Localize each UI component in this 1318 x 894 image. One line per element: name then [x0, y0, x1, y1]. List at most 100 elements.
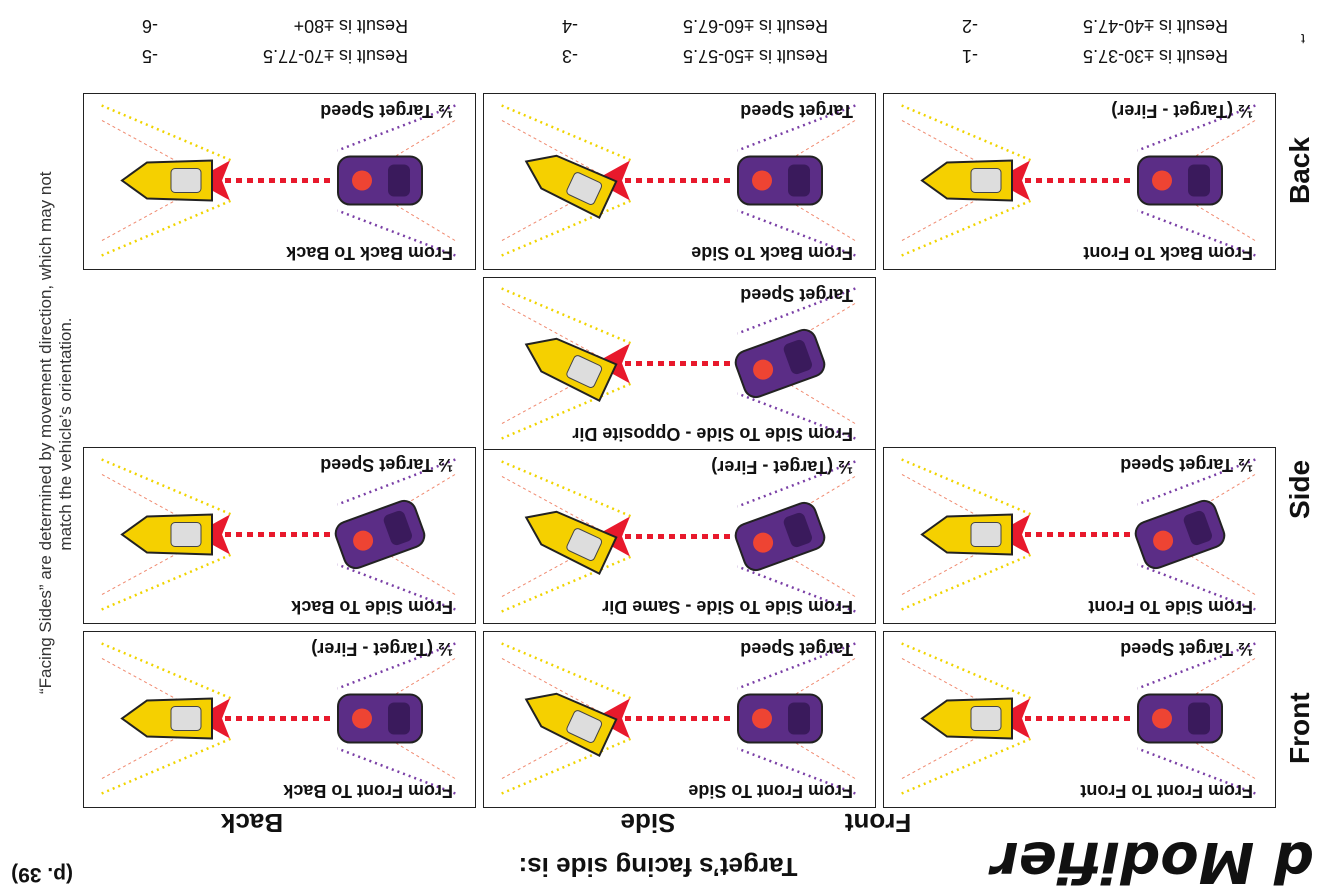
cell-bottom-label: ½ Target Speed — [1120, 455, 1253, 475]
target-car-icon — [920, 513, 1013, 556]
firer-car-emblem — [1152, 708, 1172, 729]
facing-diagram — [101, 642, 456, 795]
facing-diagram — [901, 642, 1256, 795]
firer-car-icon — [1137, 155, 1223, 206]
cell-side-to-side: From Side To Side - Same Dir ½ (Target -… — [483, 277, 876, 624]
cell-front-to-back: From Front To Back ½ (Target - Firer) — [83, 631, 476, 808]
result-text: Result is ±70-77.5 — [263, 46, 408, 66]
column-header-back: Back — [220, 808, 284, 838]
target-car-window — [170, 168, 202, 193]
cell-bottom-label: Target Speed — [740, 101, 853, 121]
facing-diagram — [501, 642, 856, 795]
target-car-body — [524, 154, 618, 220]
firer-car-emblem — [753, 359, 774, 380]
firer-car-icon — [1137, 693, 1223, 744]
yellow-dotted-line — [901, 553, 1032, 611]
target-car-window — [566, 528, 603, 561]
corner-mark: t — [1301, 31, 1305, 47]
cell-back-to-back: From Back To Back ½ Target Speed — [83, 93, 476, 270]
target-car-body — [524, 337, 618, 403]
cell-bottom-label-opposite-dir: Target Speed — [740, 285, 853, 305]
yellow-dotted-line — [101, 642, 232, 700]
yellow-dotted-line — [501, 642, 632, 700]
target-car-body — [524, 510, 618, 576]
column-header-side: Side — [620, 808, 676, 838]
firer-car-icon — [1134, 499, 1226, 570]
firer-car-emblem — [753, 532, 774, 553]
cell-bottom-label: ½ (Target - Firer) — [311, 639, 453, 659]
facing-diagram-same-dir — [501, 460, 856, 613]
firer-car-body — [1134, 499, 1226, 570]
page-title: d Modifier — [991, 829, 1314, 894]
yellow-dotted-line — [501, 737, 632, 795]
row-header-side: Side — [1284, 459, 1315, 519]
firer-car-body — [734, 501, 826, 572]
cell-top-label: From Back To Side — [691, 243, 853, 263]
firer-car-body — [734, 328, 826, 399]
result-text: Result is ±60-67.5 — [683, 16, 828, 36]
yellow-dotted-line — [501, 460, 632, 518]
cell-side-to-front: From Side To Front ½ Target Speed — [883, 447, 1276, 624]
cell-bottom-label: ½ Target Speed — [1120, 639, 1253, 659]
firer-car-icon — [337, 155, 423, 206]
cell-side-to-back: From Side To Back ½ Target Speed — [83, 447, 476, 624]
yellow-dotted-line — [101, 104, 232, 162]
cell-top-label-opposite-dir: From Side To Side - Opposite Dir — [572, 424, 853, 444]
facing-diagram — [501, 104, 856, 257]
target-car-icon — [120, 513, 213, 556]
firer-car-icon — [337, 693, 423, 744]
cell-front-to-side: From Front To Side Target Speed — [483, 631, 876, 808]
page-reference: (p. 39) — [11, 863, 73, 886]
firer-car-emblem — [352, 170, 372, 191]
target-car-icon — [120, 159, 213, 202]
row-header-front: Front — [1284, 692, 1315, 764]
firer-car-icon — [734, 501, 826, 572]
firer-car-icon — [737, 693, 823, 744]
column-header-front: Front — [844, 808, 912, 838]
target-car-window — [566, 172, 603, 205]
yellow-dotted-line — [101, 737, 232, 795]
firer-car-window — [783, 512, 812, 548]
cell-top-label-same-dir: From Side To Side - Same Dir — [602, 597, 853, 617]
firer-car-window — [788, 702, 810, 735]
result-text: Result is ±50-57.5 — [683, 46, 828, 66]
firer-car-icon — [734, 328, 826, 399]
firer-car-window — [1188, 702, 1210, 735]
result-modifier: -3 — [561, 46, 578, 66]
table-heading: Target’s facing side is: — [518, 852, 798, 882]
result-modifier: -6 — [141, 16, 158, 36]
ray-line — [501, 120, 613, 181]
firer-car-emblem — [1152, 170, 1172, 191]
ray-line — [501, 658, 613, 719]
firer-car-window — [388, 164, 410, 197]
cell-back-to-side: From Back To Side Target Speed — [483, 93, 876, 270]
yellow-dotted-line — [501, 104, 632, 162]
facing-diagram — [101, 458, 456, 611]
yellow-dotted-line — [901, 104, 1032, 162]
firer-car-window — [388, 702, 410, 735]
target-car-window — [970, 706, 1002, 731]
facing-diagram — [101, 104, 456, 257]
firer-car-body — [334, 499, 426, 570]
cell-bottom-label: Target Speed — [740, 639, 853, 659]
cell-divider — [484, 449, 875, 451]
yellow-dotted-line — [101, 458, 232, 516]
cell-bottom-label: ½ Target Speed — [320, 101, 453, 121]
result-text: Result is ±80+ — [293, 16, 408, 36]
cell-back-to-front: From Back To Front ½ (Target - Firer) — [883, 93, 1276, 270]
target-car-body — [524, 692, 618, 758]
target-car-icon — [920, 697, 1013, 740]
yellow-dotted-line — [901, 199, 1032, 257]
firer-car-emblem — [352, 708, 372, 729]
firer-car-emblem — [1153, 530, 1174, 551]
firer-car-emblem — [752, 170, 772, 191]
target-car-window — [170, 522, 202, 547]
result-text: Result is ±30-37.5 — [1083, 46, 1228, 66]
yellow-dotted-line — [101, 553, 232, 611]
cell-top-label: From Back To Front — [1083, 243, 1253, 263]
cell-top-label: From Front To Side — [688, 781, 853, 801]
firer-car-window — [1188, 164, 1210, 197]
target-car-icon — [524, 337, 618, 403]
facing-diagram — [901, 458, 1256, 611]
firer-car-icon — [334, 499, 426, 570]
